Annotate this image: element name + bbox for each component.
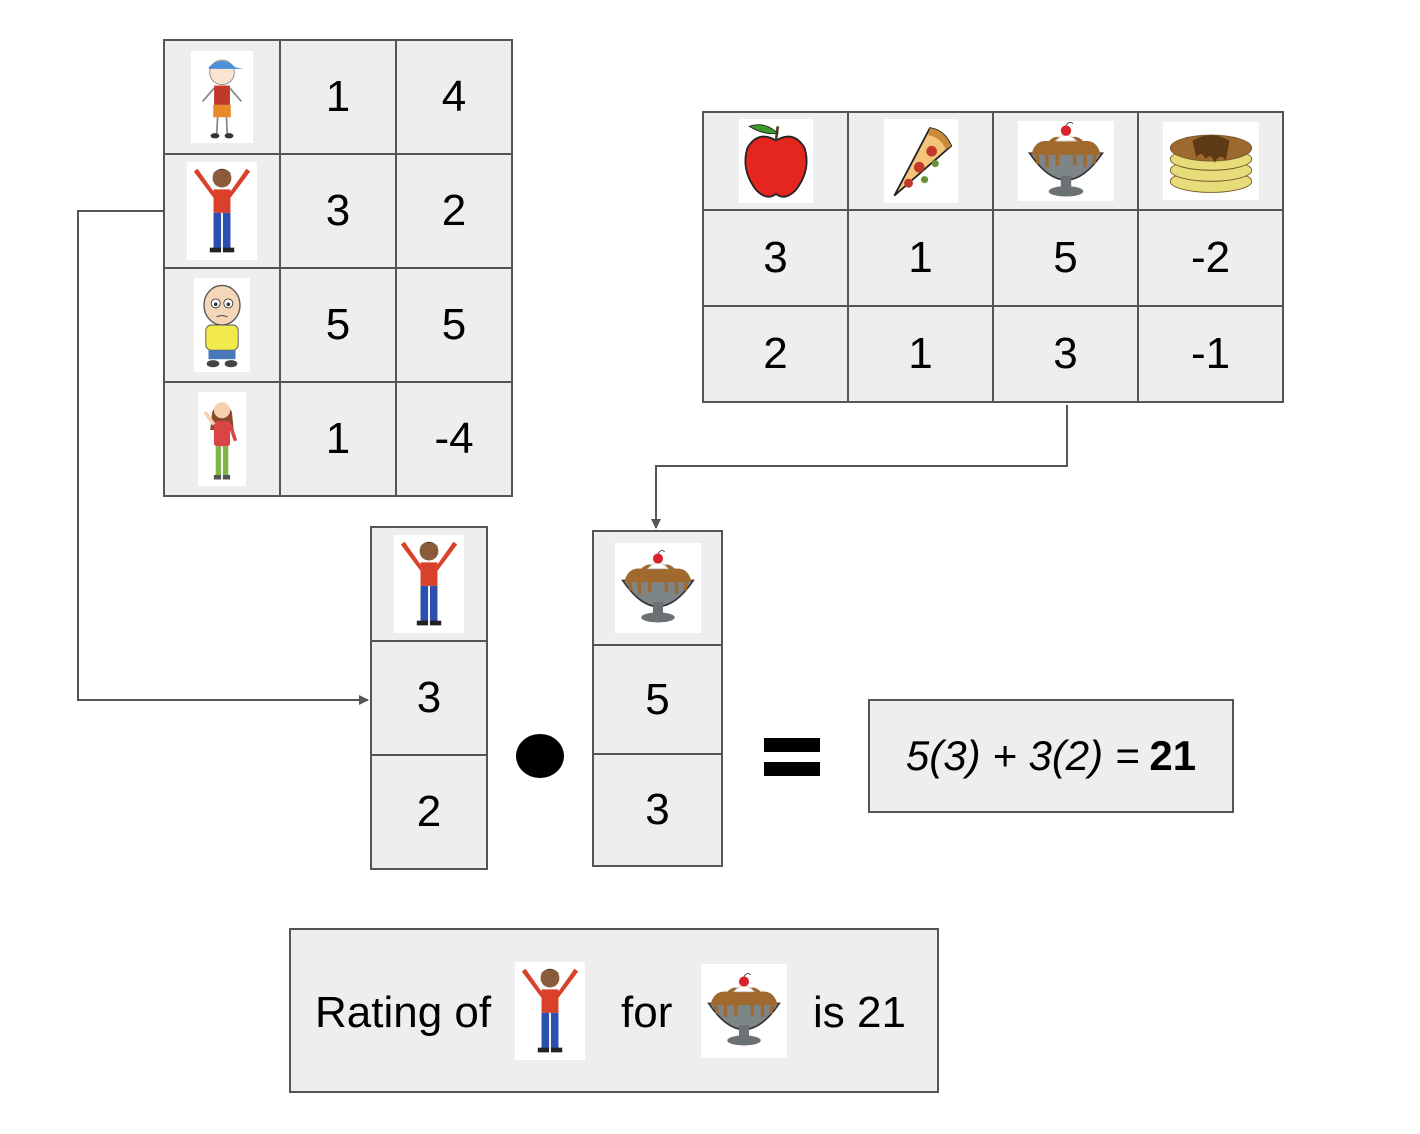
item-column-connector [651, 405, 1068, 529]
bald-man-icon [195, 280, 249, 370]
users-table: 1 4 3 2 5 5 1 -4 [163, 39, 513, 497]
formula-box: 5(3) + 3(2) = 21 [868, 699, 1234, 813]
ice-cream-sundae-icon [1019, 122, 1113, 200]
items-table: 3 1 5 -2 2 1 3 -1 [702, 111, 1284, 403]
rating-sentence-box: Rating of for is 21 [289, 928, 939, 1093]
items-table-value: -1 [1139, 307, 1282, 401]
items-table-value: 3 [994, 307, 1137, 401]
user-vector-icon-cell [372, 528, 486, 640]
dot-product-operator [516, 734, 564, 778]
user-icon-cell [165, 269, 279, 381]
item-vector-value: 3 [594, 755, 721, 865]
apple-icon [740, 121, 812, 201]
items-table-value: 1 [849, 211, 992, 305]
ice-cream-sundae-icon [616, 545, 700, 631]
items-table-value: 5 [994, 211, 1137, 305]
pizza-slice-icon [885, 121, 957, 201]
item-vector-icon-cell [594, 532, 721, 644]
boy-arms-up-icon [189, 164, 255, 258]
users-table-value: 1 [281, 41, 395, 153]
user-icon-cell [165, 155, 279, 267]
user-icon-cell [165, 383, 279, 495]
woman-waving-icon [199, 394, 245, 484]
boy-arms-up-icon [396, 537, 462, 631]
user-vector: 3 2 [370, 526, 488, 870]
user-vector-value: 3 [372, 642, 486, 754]
users-table-value: 4 [397, 41, 511, 153]
items-table-value: 3 [704, 211, 847, 305]
item-vector-value: 5 [594, 646, 721, 753]
user-row-connector [77, 210, 369, 705]
users-table-value: 2 [397, 155, 511, 267]
item-icon-cell [1139, 113, 1282, 209]
sentence-part-for: for [621, 988, 673, 1037]
sentence-part-result: is 21 [813, 988, 906, 1037]
boy-with-cap-icon [193, 53, 251, 141]
sentence-part-rating-of: Rating of [315, 988, 492, 1037]
ice-cream-sundae-icon [702, 967, 786, 1055]
item-icon-cell [849, 113, 992, 209]
pancakes-icon [1164, 124, 1258, 198]
users-table-value: 3 [281, 155, 395, 267]
items-table-value: -2 [1139, 211, 1282, 305]
user-vector-value: 2 [372, 756, 486, 868]
formula-expression: 5(3) + 3(2) = [905, 732, 1140, 779]
item-icon-cell [994, 113, 1137, 209]
users-table-value: 5 [397, 269, 511, 381]
users-table-value: -4 [397, 383, 511, 495]
items-table-value: 2 [704, 307, 847, 401]
formula-result: 21 [1149, 732, 1197, 779]
user-icon-cell [165, 41, 279, 153]
items-table-value: 1 [849, 307, 992, 401]
item-vector: 5 3 [592, 530, 723, 867]
item-icon-cell [704, 113, 847, 209]
boy-arms-up-icon [517, 964, 583, 1058]
users-table-value: 5 [281, 269, 395, 381]
users-table-value: 1 [281, 383, 395, 495]
